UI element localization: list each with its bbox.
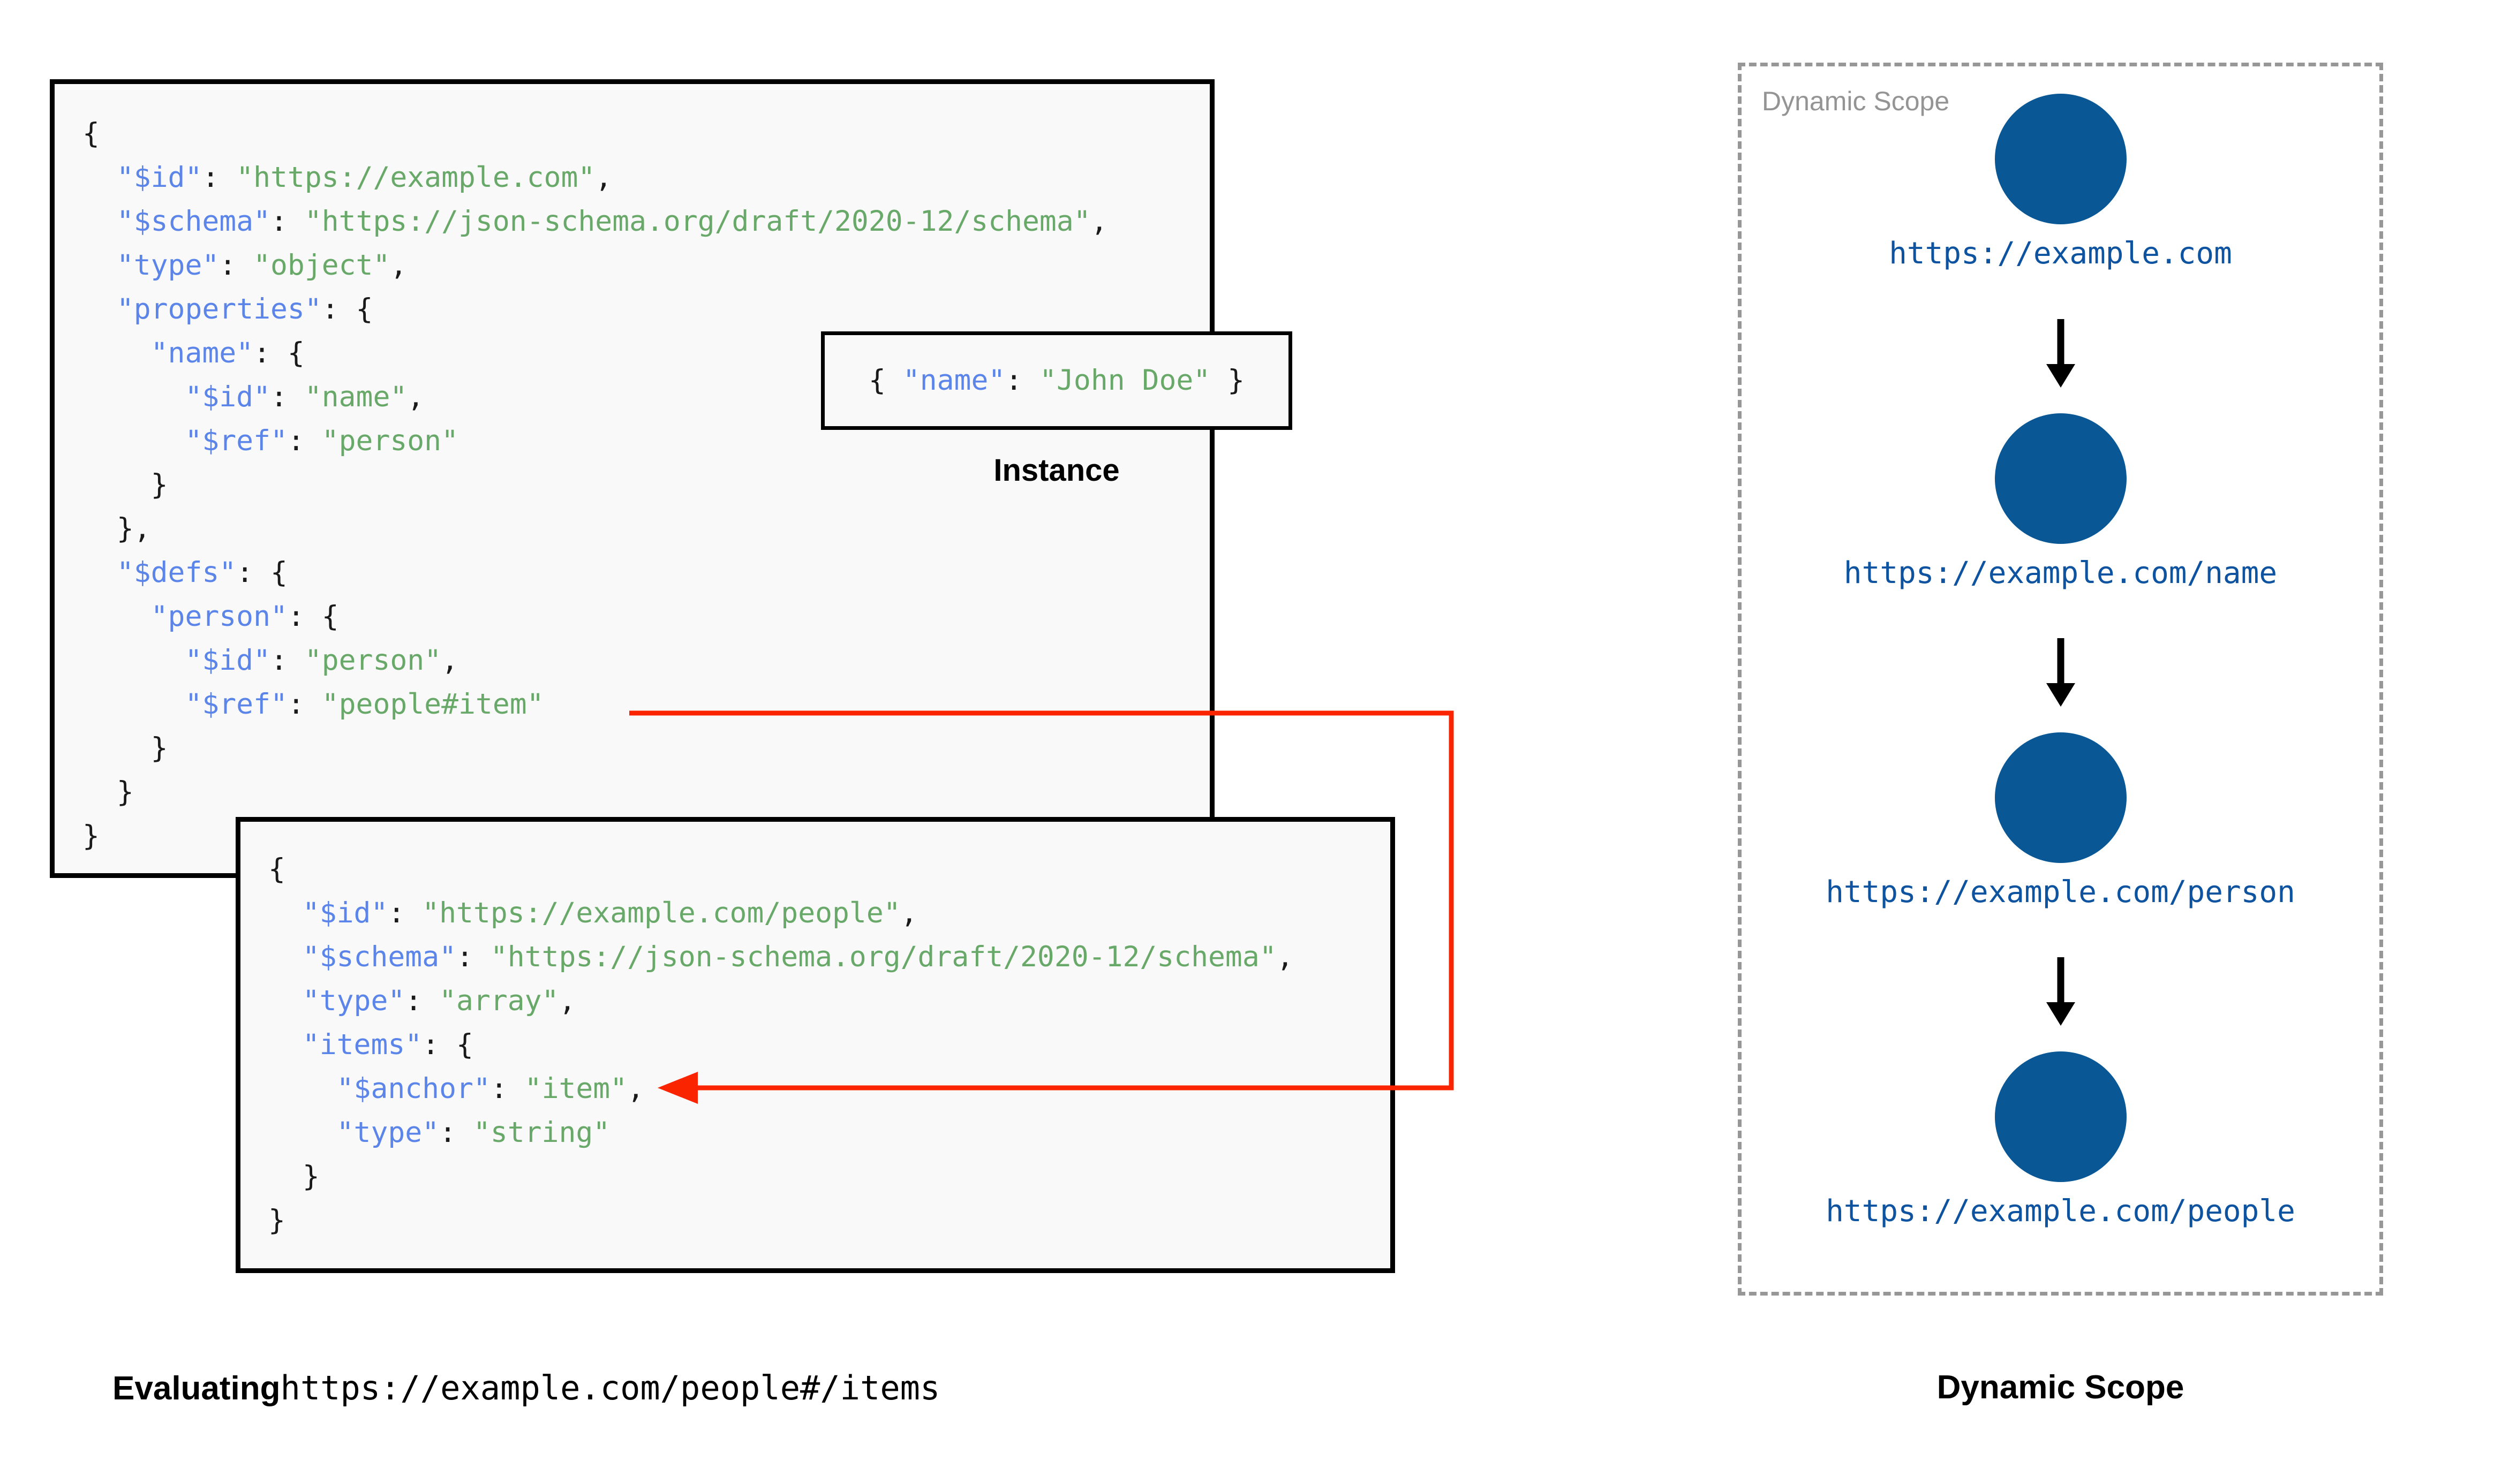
instance-code: { "name": "John Doe" } bbox=[868, 364, 1245, 397]
scope-url-0: https://example.com bbox=[1889, 236, 2232, 271]
down-arrow-icon bbox=[2046, 319, 2075, 388]
evaluating-caption: Evaluatinghttps://example.com/people#/it… bbox=[112, 1368, 940, 1407]
dynamic-scope-caption: Dynamic Scope bbox=[1936, 1369, 2184, 1406]
instance-label: Instance bbox=[993, 453, 1120, 488]
instance-box: { "name": "John Doe" } bbox=[821, 331, 1292, 430]
scope-ellipse-1 bbox=[1994, 413, 2127, 544]
scope-ellipse-0 bbox=[1994, 94, 2127, 224]
scope-url-3: https://example.com/people bbox=[1826, 1194, 2295, 1229]
evaluating-caption-uri: https://example.com/people#/items bbox=[280, 1368, 940, 1407]
people-schema-box: { "$id": "https://example.com/people", "… bbox=[236, 817, 1395, 1273]
scope-ellipse-3 bbox=[1994, 1051, 2127, 1182]
scope-url-2: https://example.com/person bbox=[1826, 875, 2295, 910]
scope-url-1: https://example.com/name bbox=[1843, 556, 2278, 590]
scope-node-3: https://example.com/people bbox=[1738, 1051, 2383, 1229]
scope-ellipse-2 bbox=[1994, 732, 2127, 863]
down-arrow-icon bbox=[2046, 957, 2075, 1026]
evaluating-caption-label: Evaluating bbox=[112, 1370, 281, 1407]
root-schema-code: { "$id": "https://example.com", "$schema… bbox=[82, 117, 1108, 852]
scope-node-1: https://example.com/name bbox=[1738, 413, 2383, 590]
scope-arrow-1 bbox=[1738, 638, 2383, 709]
scope-arrow-2 bbox=[1738, 957, 2383, 1028]
scope-node-2: https://example.com/person bbox=[1738, 732, 2383, 910]
scope-node-0: https://example.com bbox=[1738, 94, 2383, 271]
dynamic-scope-panel bbox=[1738, 63, 2383, 1296]
people-schema-code: { "$id": "https://example.com/people", "… bbox=[268, 853, 1294, 1237]
scope-arrow-0 bbox=[1738, 319, 2383, 390]
dynamic-scope-inner-label: Dynamic Scope bbox=[1762, 86, 1950, 116]
down-arrow-icon bbox=[2046, 638, 2075, 707]
